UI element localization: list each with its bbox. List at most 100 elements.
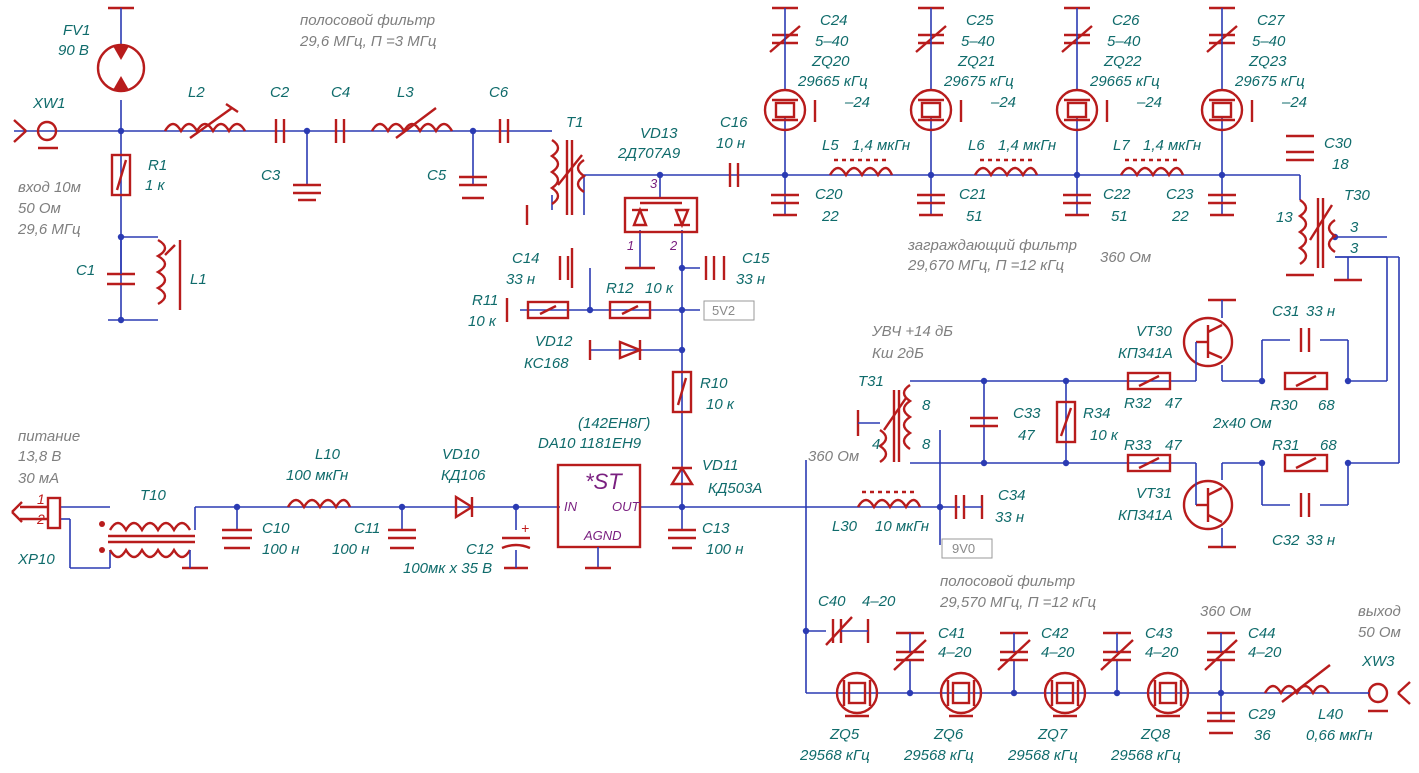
svg-text:29,570 МГц, П =12 кГц: 29,570 МГц, П =12 кГц [939,594,1097,611]
svg-text:10 к: 10 к [468,313,497,330]
svg-text:C26: C26 [1112,12,1140,29]
components: + [11,6,1411,735]
svg-text:33 н: 33 н [995,509,1024,526]
svg-text:C20: C20 [815,186,843,203]
svg-text:1,4 мкГн: 1,4 мкГн [998,137,1056,154]
svg-text:5–40: 5–40 [815,33,849,50]
svg-text:29665 кГц: 29665 кГц [797,73,868,90]
svg-text:10 мкГн: 10 мкГн [875,518,929,535]
svg-text:R12: R12 [606,280,634,297]
svg-text:5–40: 5–40 [961,33,995,50]
r30-resistor [1283,371,1329,391]
svg-text:1: 1 [627,238,634,253]
svg-text:ZQ21: ZQ21 [957,53,996,70]
svg-text:33 н: 33 н [1306,532,1335,549]
svg-text:29568 кГц: 29568 кГц [799,747,870,764]
svg-text:C2: C2 [270,84,290,101]
svg-text:29675 кГц: 29675 кГц [943,73,1014,90]
svg-text:C40: C40 [818,593,846,610]
xp10-connector [11,496,62,530]
svg-text:360 Ом: 360 Ом [1200,603,1251,620]
svg-text:C33: C33 [1013,405,1041,422]
svg-text:T10: T10 [140,487,167,504]
da10-labels: (142ЕН8Г) DA10 1181ЕН9 *ST IN OUT AGND [538,415,650,543]
svg-text:L5: L5 [822,137,839,154]
xw3-connector [1360,681,1411,713]
r12-resistor [608,300,652,320]
svg-text:3: 3 [650,176,658,191]
svg-text:C13: C13 [702,520,730,537]
vt31-fet [1182,463,1236,549]
r31-resistor [1283,453,1329,473]
svg-text:ZQ22: ZQ22 [1103,53,1142,70]
svg-text:0,66 мкГн: 0,66 мкГн [1306,727,1372,744]
svg-text:ZQ7: ZQ7 [1037,726,1068,743]
svg-text:30 мА: 30 мА [18,470,59,487]
svg-text:29568 кГц: 29568 кГц [903,747,974,764]
svg-text:1: 1 [37,491,45,507]
svg-text:68: 68 [1320,437,1337,454]
svg-text:R31: R31 [1272,437,1300,454]
svg-text:L1: L1 [190,271,207,288]
svg-text:47: 47 [1018,427,1035,444]
svg-text:C21: C21 [959,186,987,203]
svg-text:+: + [521,520,529,536]
svg-text:вход 10м: вход 10м [18,179,81,196]
svg-text:C25: C25 [966,12,994,29]
svg-text:360 Ом: 360 Ом [1100,249,1151,266]
svg-text:1,4 мкГн: 1,4 мкГн [852,137,910,154]
svg-text:VD11: VD11 [702,457,738,474]
svg-text:КП341А: КП341А [1118,345,1173,362]
svg-text:XW3: XW3 [1361,653,1395,670]
svg-text:29,670 МГц, П =12 кГц: 29,670 МГц, П =12 кГц [907,257,1065,274]
svg-text:КД503А: КД503А [708,480,762,497]
svg-text:Кш 2дБ: Кш 2дБ [872,345,924,362]
l5-inductor [828,166,894,178]
svg-text:–24: –24 [1281,94,1307,111]
svg-text:5–40: 5–40 [1107,33,1141,50]
svg-text:C27: C27 [1257,12,1285,29]
svg-text:полосовой фильтр: полосовой фильтр [300,12,435,29]
l7-inductor [1119,166,1185,178]
svg-text:C15: C15 [742,250,770,267]
svg-text:IN: IN [564,499,578,514]
svg-text:50 Ом: 50 Ом [18,200,61,217]
r33-resistor [1126,453,1172,473]
svg-text:29568 кГц: 29568 кГц [1110,747,1181,764]
vt30-fet [1182,298,1236,381]
svg-text:10 н: 10 н [716,135,745,152]
r1-resistor [110,153,132,197]
svg-text:4–20: 4–20 [1145,644,1179,661]
svg-text:C32: C32 [1272,532,1300,549]
svg-text:L3: L3 [397,84,414,101]
svg-text:2: 2 [669,238,678,253]
svg-text:C22: C22 [1103,186,1131,203]
svg-text:4–20: 4–20 [938,644,972,661]
r10-resistor [671,370,693,414]
svg-text:T1: T1 [566,114,584,131]
svg-text:5V2: 5V2 [712,303,735,318]
l10-inductor [286,498,352,510]
svg-text:68: 68 [1318,397,1335,414]
svg-text:3: 3 [1350,219,1359,236]
vd13-varicap [623,196,699,234]
svg-text:–24: –24 [844,94,870,111]
svg-text:360 Ом: 360 Ом [808,448,859,465]
svg-text:C5: C5 [427,167,447,184]
svg-text:C24: C24 [820,12,848,29]
r32-resistor [1126,371,1172,391]
svg-text:29675 кГц: 29675 кГц [1234,73,1305,90]
svg-text:C4: C4 [331,84,350,101]
svg-text:C11: C11 [354,520,380,537]
svg-text:выход: выход [1358,603,1401,620]
svg-text:2Д707А9: 2Д707А9 [617,145,681,162]
svg-text:33 н: 33 н [736,271,765,288]
svg-text:C42: C42 [1041,625,1069,642]
svg-text:51: 51 [966,208,983,225]
da10-regulator [556,463,642,549]
svg-text:–24: –24 [990,94,1016,111]
svg-text:VD10: VD10 [442,446,480,463]
svg-text:C1: C1 [76,262,95,279]
svg-text:C44: C44 [1248,625,1276,642]
